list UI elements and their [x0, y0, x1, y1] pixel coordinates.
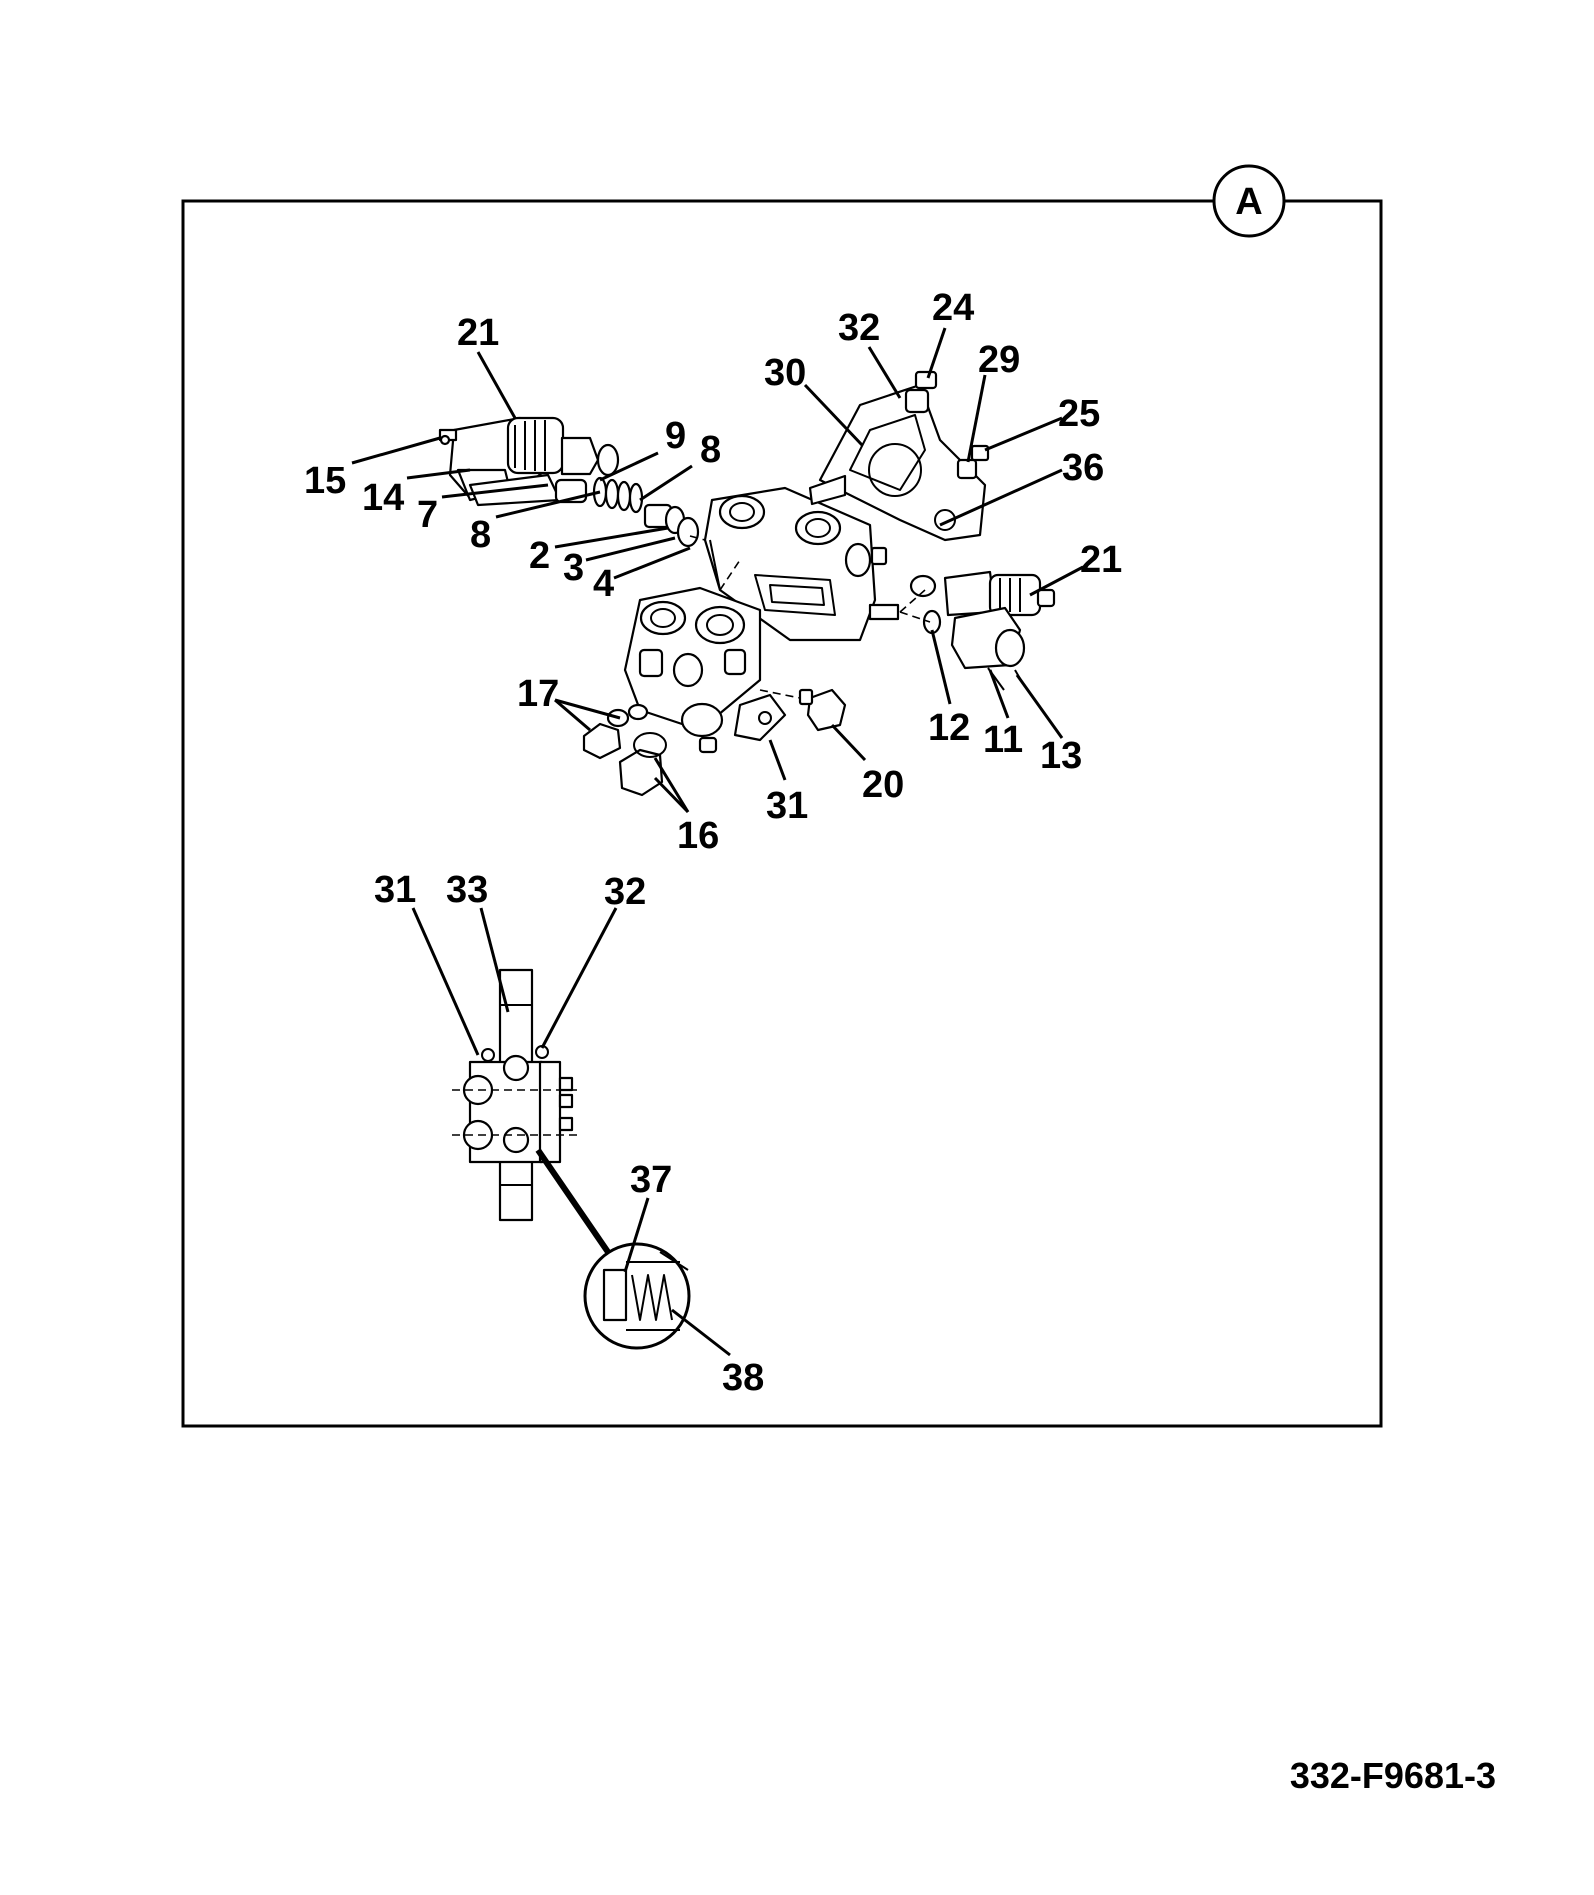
callout-37: 37 — [630, 1159, 672, 1201]
callout-3: 3 — [563, 547, 584, 589]
exploded-assembly — [438, 370, 1056, 797]
detail-marker: A — [1212, 164, 1286, 238]
callout-11: 11 — [983, 719, 1023, 761]
callout-17: 17 — [517, 673, 559, 715]
callout-33: 33 — [446, 869, 488, 911]
leader-lines — [351, 327, 1084, 1357]
callout-36: 36 — [1062, 447, 1104, 489]
callout-21-left: 21 — [457, 312, 499, 354]
callout-4: 4 — [593, 563, 614, 605]
callout-9: 9 — [665, 415, 686, 457]
figure-number: 332-F9681-3 — [1290, 1755, 1496, 1796]
callout-21-right: 21 — [1080, 539, 1122, 581]
callout-29: 29 — [978, 339, 1020, 381]
callout-24: 24 — [932, 287, 974, 329]
mounting-bracket — [808, 370, 990, 566]
callout-15: 15 — [304, 460, 346, 502]
callout-32-upper: 32 — [838, 307, 880, 349]
callout-32-lower: 32 — [604, 871, 646, 913]
valve-body — [703, 486, 900, 642]
callout-31-lower: 31 — [374, 869, 416, 911]
callout-labels: 21 15 14 7 9 8 8 2 3 4 32 24 30 29 25 36… — [304, 287, 1122, 1399]
callout-16: 16 — [677, 815, 719, 857]
left-solenoid-group — [438, 416, 620, 507]
side-view — [452, 968, 580, 1222]
right-solenoid-group — [909, 570, 1056, 691]
callout-13: 13 — [1040, 735, 1082, 777]
callout-7: 7 — [417, 494, 438, 536]
callout-8-lower: 8 — [470, 514, 491, 556]
detail-frame — [181, 199, 1383, 1428]
plugs-and-seals — [582, 688, 847, 797]
callout-14: 14 — [362, 477, 404, 519]
callout-2: 2 — [529, 535, 550, 577]
callout-38: 38 — [722, 1357, 764, 1399]
callout-8-upper: 8 — [700, 429, 721, 471]
callout-31-upper: 31 — [766, 785, 808, 827]
spool-stack — [554, 476, 700, 548]
detail-spring-view — [535, 1148, 691, 1350]
callout-25: 25 — [1058, 393, 1100, 435]
callout-30: 30 — [764, 352, 806, 394]
callout-20: 20 — [862, 764, 904, 806]
port-body — [623, 586, 787, 754]
callout-12: 12 — [928, 707, 970, 749]
detail-marker-label: A — [1235, 181, 1262, 223]
